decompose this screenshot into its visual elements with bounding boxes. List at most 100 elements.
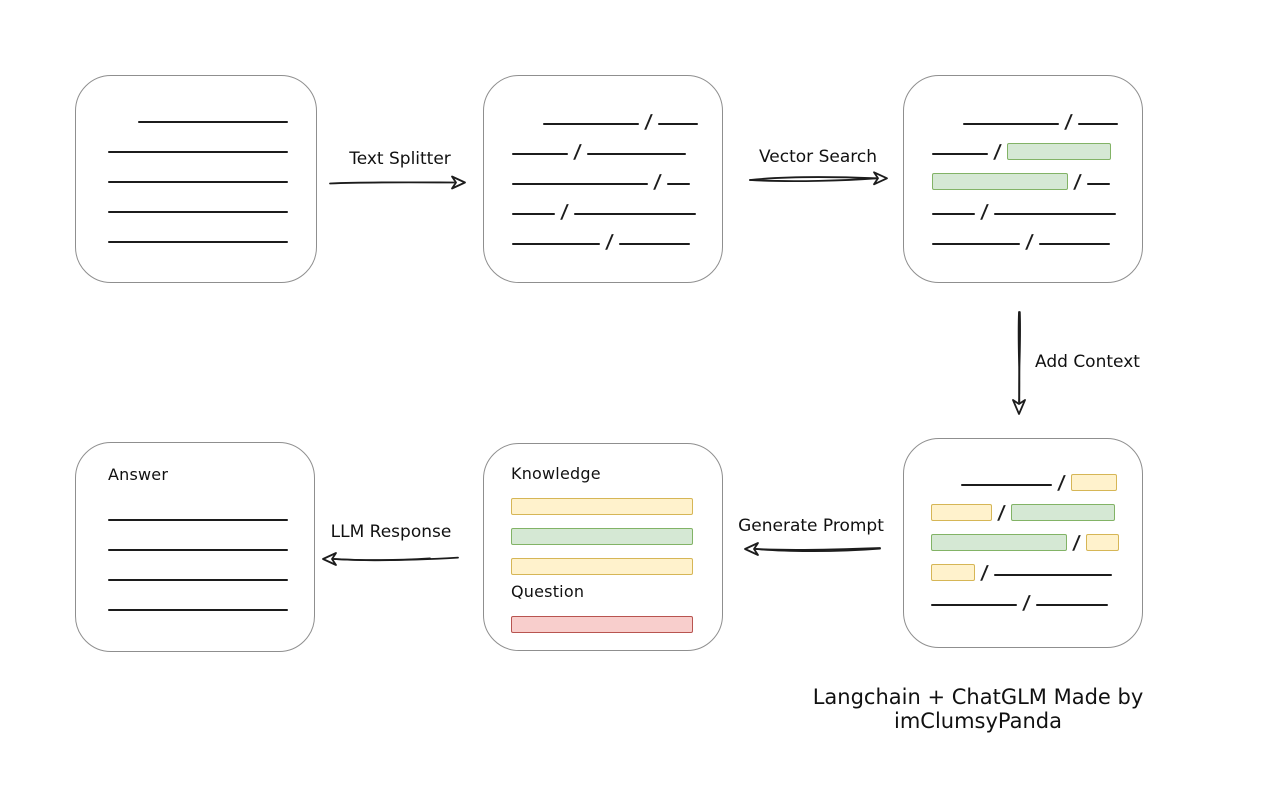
matched-chunk-lines: ///// <box>932 100 1142 253</box>
llm-response-label: LLM Response <box>330 522 452 542</box>
text-line <box>1035 604 1108 606</box>
green-highlight-bar <box>931 534 1067 551</box>
text-line <box>512 243 600 245</box>
slash-separator: / <box>1056 472 1067 494</box>
answer-label: Answer <box>108 465 169 484</box>
slash-separator: / <box>643 111 654 133</box>
text-splitter-label: Text Splitter <box>349 149 451 169</box>
text-line <box>108 609 288 611</box>
text-line <box>108 181 288 183</box>
text-row: / <box>963 100 1142 133</box>
text-line <box>657 123 698 125</box>
text-line <box>1077 123 1118 125</box>
text-row: / <box>931 581 1142 614</box>
text-line <box>666 183 690 185</box>
yellow-highlight-bar <box>1070 474 1117 491</box>
slash-separator: / <box>979 562 990 584</box>
text-line <box>993 213 1116 215</box>
text-row: / <box>932 130 1142 163</box>
text-row: / <box>932 160 1142 193</box>
text-line <box>108 151 288 153</box>
text-row <box>511 603 722 633</box>
text-line <box>586 153 686 155</box>
question-bar <box>511 603 722 633</box>
answer-box: Answer <box>75 442 315 652</box>
text-row: / <box>931 551 1142 584</box>
text-line <box>932 243 1020 245</box>
text-line <box>573 213 696 215</box>
slash-separator: / <box>652 171 663 193</box>
document-lines <box>108 98 316 248</box>
text-line <box>963 123 1059 125</box>
text-row: / <box>932 190 1142 223</box>
slash-separator: / <box>1072 171 1083 193</box>
split-chunks-box: ///// <box>483 75 723 283</box>
text-line <box>108 211 288 213</box>
slash-separator: / <box>1024 231 1035 253</box>
context-chunks-box: / / / / / <box>903 438 1143 648</box>
text-line <box>512 213 555 215</box>
text-line <box>932 213 975 215</box>
yellow-highlight-bar <box>931 504 992 521</box>
slash-separator: / <box>1063 111 1074 133</box>
generate-prompt-label: Generate Prompt <box>738 516 884 536</box>
text-line <box>512 153 568 155</box>
yellow-highlight-bar <box>1085 534 1119 551</box>
vector-matched-chunks-box: ///// <box>903 75 1143 283</box>
red-highlight-bar <box>511 616 693 633</box>
text-row <box>108 158 316 188</box>
generate-prompt-arrow-icon <box>744 542 881 556</box>
text-row: / <box>512 130 722 163</box>
add-context-label: Add Context <box>1035 352 1140 372</box>
knowledge-label: Knowledge <box>511 464 601 483</box>
slash-separator: / <box>996 502 1007 524</box>
text-row <box>511 485 722 515</box>
text-row <box>138 98 316 128</box>
text-line <box>961 484 1052 486</box>
text-row: / <box>512 220 722 253</box>
green-highlight-bar <box>932 173 1068 190</box>
text-row: / <box>512 160 722 193</box>
text-row: / <box>961 461 1142 494</box>
green-highlight-bar <box>1006 143 1111 160</box>
slash-separator: / <box>1021 592 1032 614</box>
credit-caption: Langchain + ChatGLM Made by imClumsyPand… <box>812 685 1144 733</box>
yellow-highlight-bar <box>511 498 693 515</box>
yellow-highlight-bar <box>931 564 975 581</box>
answer-lines <box>108 496 314 616</box>
slash-separator: / <box>604 231 615 253</box>
text-line <box>108 241 288 243</box>
add-context-arrow-icon <box>1012 311 1026 415</box>
text-line <box>138 121 288 123</box>
text-row <box>108 188 316 218</box>
text-line <box>108 549 288 551</box>
text-row <box>108 556 314 586</box>
knowledge-bars <box>511 485 722 575</box>
question-label: Question <box>511 582 585 601</box>
text-line <box>1038 243 1110 245</box>
text-line <box>1086 183 1110 185</box>
green-highlight-bar <box>511 528 693 545</box>
slash-separator: / <box>1071 532 1082 554</box>
text-line <box>543 123 639 125</box>
text-line <box>993 574 1112 576</box>
vector-search-arrow-icon <box>749 171 888 186</box>
chunk-lines: ///// <box>512 100 722 253</box>
yellow-highlight-bar <box>511 558 693 575</box>
source-document-box <box>75 75 317 283</box>
text-line <box>618 243 690 245</box>
green-highlight-bar <box>1010 504 1115 521</box>
text-row <box>108 496 314 526</box>
text-row <box>108 218 316 248</box>
slash-separator: / <box>572 141 583 163</box>
text-line <box>108 519 288 521</box>
text-row <box>511 515 722 545</box>
text-line <box>108 579 288 581</box>
text-row: / <box>931 491 1142 524</box>
text-row: / <box>543 100 722 133</box>
text-splitter-arrow-icon <box>329 175 466 190</box>
text-row: / <box>932 220 1142 253</box>
text-row: / <box>512 190 722 223</box>
text-line <box>931 604 1017 606</box>
